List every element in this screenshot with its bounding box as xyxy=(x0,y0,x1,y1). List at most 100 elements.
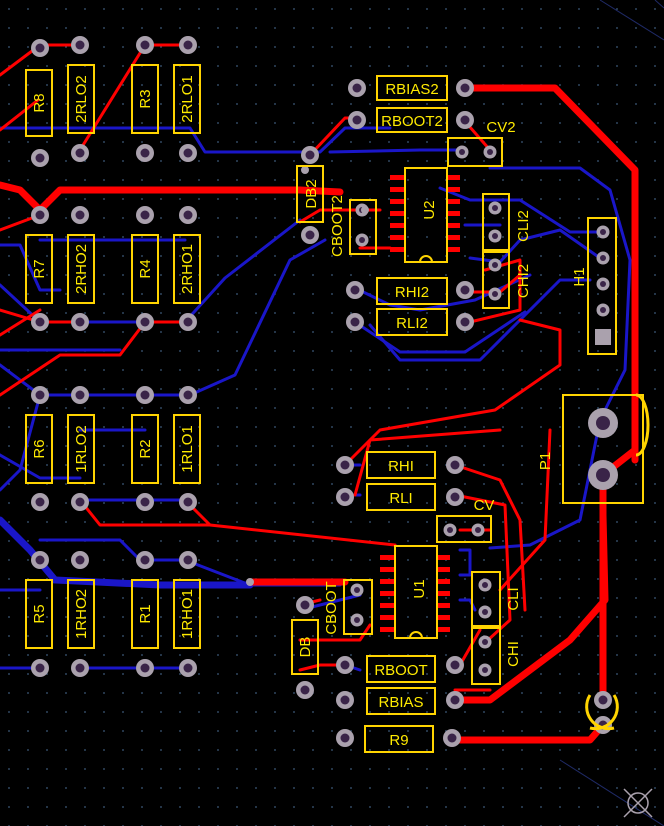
smd-pad xyxy=(380,615,394,620)
label-R7: R7 xyxy=(31,259,48,278)
pad-drill-hole xyxy=(450,695,460,705)
pad-drill-hole xyxy=(492,262,498,268)
smd-pad xyxy=(446,199,460,204)
pad-drill-hole xyxy=(340,733,350,743)
smd-pad xyxy=(390,223,404,228)
pad-drill-hole xyxy=(450,460,460,470)
label-1RLO1: 1RLO1 xyxy=(179,425,196,473)
pad-drill-hole xyxy=(305,230,315,240)
square-pad-pin1 xyxy=(595,329,611,345)
pad-drill-hole xyxy=(35,390,45,400)
RHI-outline xyxy=(366,451,436,479)
smd-pad xyxy=(436,603,450,608)
smd-pad xyxy=(446,175,460,180)
R1-outline xyxy=(131,579,159,649)
connector-arcs xyxy=(585,393,650,731)
pad-drill-hole xyxy=(340,660,350,670)
pad-drill-hole xyxy=(482,639,488,645)
pad-drill-hole xyxy=(475,527,481,533)
pad-drill-hole xyxy=(183,555,193,565)
pad-drill-hole xyxy=(35,317,45,327)
label-U1: U1 xyxy=(411,579,428,598)
label-RBIAS2: RBIAS2 xyxy=(385,81,438,98)
label-H1: H1 xyxy=(571,267,588,286)
pad-drill-hole xyxy=(596,416,610,430)
label-P1: P1 xyxy=(537,452,554,470)
label-RLI2: RLI2 xyxy=(396,315,428,332)
pad-drill-hole xyxy=(354,617,360,623)
smd-pad xyxy=(390,235,404,240)
pad-drill-hole xyxy=(75,210,85,220)
pad-drill-hole xyxy=(140,317,150,327)
pad-drill-hole xyxy=(350,317,360,327)
RLI-outline xyxy=(366,483,436,511)
smd-pad xyxy=(436,615,450,620)
pad-drill-hole xyxy=(183,210,193,220)
silkscreen-layer xyxy=(25,64,644,753)
DB2-outline xyxy=(296,165,324,223)
smd-pad xyxy=(446,187,460,192)
R2-outline xyxy=(131,414,159,484)
R3-outline xyxy=(131,64,159,134)
smd-pad xyxy=(380,627,394,632)
pad-drill-hole xyxy=(352,115,362,125)
RHI2-outline xyxy=(376,277,448,305)
smd-pad xyxy=(446,247,460,252)
label-R2: R2 xyxy=(137,439,154,458)
pad-drill-hole xyxy=(487,149,493,155)
R7-outline xyxy=(25,234,53,304)
RBOOT2-outline xyxy=(376,107,448,133)
label-CLI2: CLI2 xyxy=(515,210,532,242)
pad-drill-hole xyxy=(75,663,85,673)
R5-outline xyxy=(25,579,53,649)
label-RBOOT2: RBOOT2 xyxy=(381,113,443,130)
pad-drill-hole xyxy=(600,307,606,313)
label-CHI: CHI xyxy=(505,641,522,667)
pad-drill-hole xyxy=(460,115,470,125)
pad-drill-hole xyxy=(482,582,488,588)
2RHO1-outline xyxy=(173,234,201,304)
board-outline xyxy=(559,0,664,826)
pad-drill-hole xyxy=(35,663,45,673)
pad-drill-hole xyxy=(140,390,150,400)
R6-outline xyxy=(25,414,53,484)
smd-pad xyxy=(436,591,450,596)
pad-drill-hole xyxy=(183,390,193,400)
pad-drill-hole xyxy=(450,660,460,670)
pad-drill-hole xyxy=(35,43,45,53)
RBIAS2-outline xyxy=(376,75,448,101)
label-RHI: RHI xyxy=(388,458,414,475)
smd-pad xyxy=(446,211,460,216)
R8-outline xyxy=(25,69,53,137)
pad-drill-hole xyxy=(300,685,310,695)
CV2-outline xyxy=(447,137,503,167)
label-R1: R1 xyxy=(137,604,154,623)
smd-pad xyxy=(380,579,394,584)
smd-pad xyxy=(390,199,404,204)
smd-pad xyxy=(436,567,450,572)
pad-drill-hole xyxy=(596,468,610,482)
pad-drill-hole xyxy=(75,497,85,507)
label-1RHO2: 1RHO2 xyxy=(73,589,90,639)
CHI-outline xyxy=(471,627,501,685)
1RLO1-outline xyxy=(173,414,201,484)
smd-pad xyxy=(380,567,394,572)
pad-drill-hole xyxy=(459,149,465,155)
pad-drill-hole xyxy=(300,600,310,610)
2RHO2-outline xyxy=(67,234,95,304)
label-U2: U2 xyxy=(421,200,438,219)
label-CBOOT: CBOOT xyxy=(323,581,340,634)
U2-outline xyxy=(404,167,448,263)
label-DB: DB xyxy=(297,637,314,658)
smd-pad xyxy=(446,235,460,240)
smd-pad xyxy=(390,211,404,216)
1RHO1-outline xyxy=(173,579,201,649)
smd-pad xyxy=(446,223,460,228)
label-CV: CV xyxy=(474,497,495,514)
pad-drill-hole xyxy=(460,317,470,327)
pad-drill-hole xyxy=(492,233,498,239)
pad-drill-hole xyxy=(340,695,350,705)
label-R9: R9 xyxy=(389,732,408,749)
RLI2-outline xyxy=(376,308,448,336)
pads-layer xyxy=(31,36,618,747)
